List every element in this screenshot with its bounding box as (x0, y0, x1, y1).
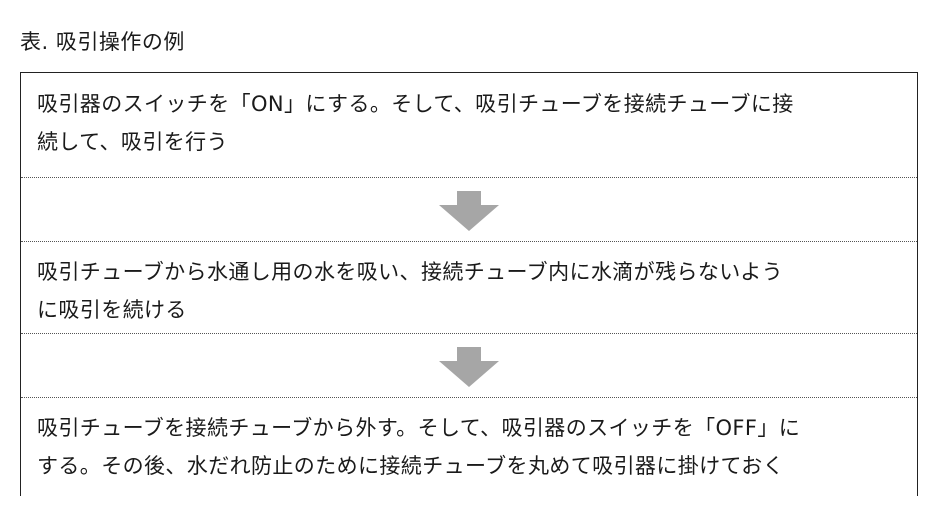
step-2-line-1: 吸引チューブから水通し用の水を吸い、接続チューブ内に水滴が残らないよう (37, 260, 784, 284)
down-arrow-icon (439, 191, 499, 231)
dotted-divider (21, 241, 917, 242)
dotted-divider (21, 397, 917, 398)
step-2-cell: 吸引チューブから水通し用の水を吸い、接続チューブ内に水滴が残らないよう に吸引を… (21, 253, 917, 329)
step-3-cell: 吸引チューブを接続チューブから外す。そして、吸引器のスイッチを「OFF」に する… (21, 409, 917, 485)
dotted-divider (21, 333, 917, 334)
step-3-line-2: する。その後、水だれ防止のために接続チューブを丸めて吸引器に掛けておく (37, 454, 785, 478)
step-1-line-1: 吸引器のスイッチを「ON」にする。そして、吸引チューブを接続チューブに接 (37, 92, 794, 116)
down-arrow-icon (439, 347, 499, 387)
step-2-line-2: に吸引を続ける (37, 298, 187, 322)
suction-procedure-table: 吸引器のスイッチを「ON」にする。そして、吸引チューブを接続チューブに接 続して… (20, 72, 918, 496)
dotted-divider (21, 177, 917, 178)
step-1-cell: 吸引器のスイッチを「ON」にする。そして、吸引チューブを接続チューブに接 続して… (21, 85, 917, 161)
step-1-line-2: 続して、吸引を行う (37, 130, 228, 154)
table-caption: 表. 吸引操作の例 (20, 30, 185, 54)
step-3-line-1: 吸引チューブを接続チューブから外す。そして、吸引器のスイッチを「OFF」に (37, 416, 801, 440)
